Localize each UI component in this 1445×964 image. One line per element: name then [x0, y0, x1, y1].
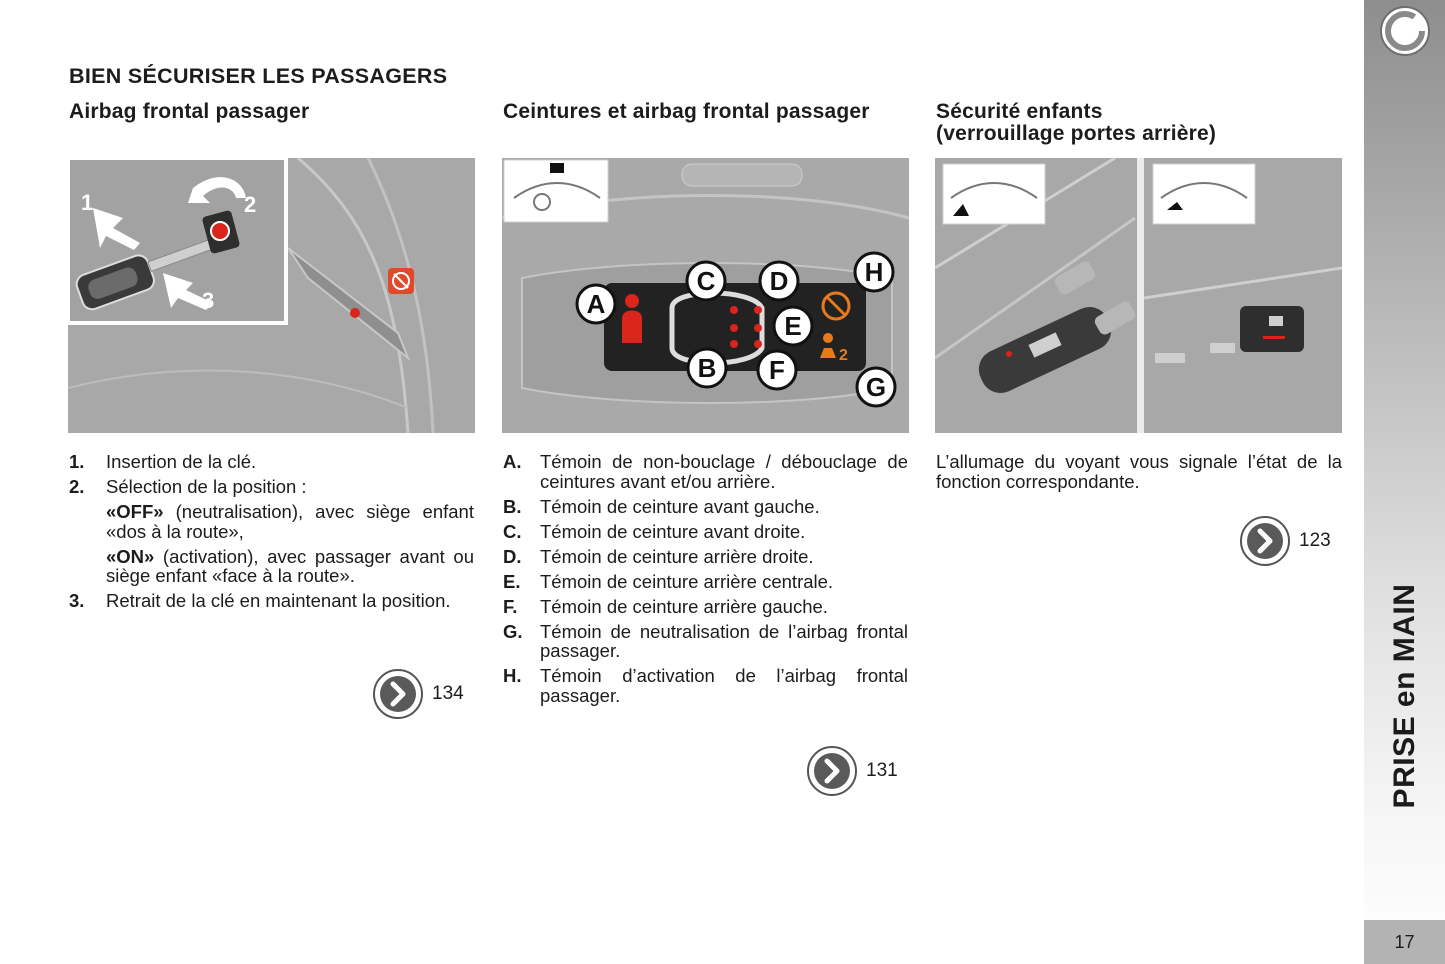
callout-d: D: [770, 266, 789, 296]
sidebar-tab: [1364, 0, 1445, 964]
belts-heading: Ceintures et airbag frontal passager: [503, 100, 870, 123]
belt-panel-figure: 2 A B C D E F G H: [502, 158, 909, 433]
list-item: H.Témoin d’activation de l’airbag fronta…: [503, 665, 908, 706]
child-lock-figure: [935, 158, 1342, 433]
airbag-heading: Airbag frontal passager: [69, 100, 310, 123]
list-item: 2. Sélection de la position :: [69, 476, 307, 497]
figure-label-1: 1: [81, 190, 93, 215]
chevron-circle-icon: [807, 746, 857, 796]
callout-c: C: [697, 266, 716, 296]
child-lock-description: L’allumage du voyant vous signale l’état…: [936, 451, 1342, 492]
callout-a: A: [587, 289, 606, 319]
list-item: 3. Retrait de la clé en maintenant la po…: [69, 590, 451, 611]
page-number: 17: [1364, 920, 1445, 964]
svg-text:2: 2: [839, 347, 848, 364]
list-item: B.Témoin de ceinture avant gauche.: [503, 495, 820, 517]
off-position-note: «OFF» (neutralisation), avec siège enfan…: [106, 501, 474, 542]
ref-link-134[interactable]: 134: [372, 668, 464, 720]
chevron-circle-icon: [373, 669, 423, 719]
ref-link-123[interactable]: 123: [1239, 515, 1331, 567]
list-item: E.Témoin de ceinture arrière centrale.: [503, 570, 834, 592]
section-label: PRISE en MAIN: [1388, 583, 1421, 809]
circle-ring-icon: [1380, 6, 1430, 56]
list-item: A.Témoin de non-bouclage / débouclage de…: [503, 451, 908, 492]
list-item: F.Témoin de ceinture arrière gauche.: [503, 595, 828, 617]
list-item: G.Témoin de neutralisation de l’airbag f…: [503, 620, 908, 661]
on-position-note: «ON» (activation), avec passager avant o…: [106, 545, 474, 586]
belt-legend: A.Témoin de non-bouclage / débouclage de…: [503, 452, 908, 711]
figure-label-3: 3: [202, 288, 214, 313]
list-item: D.Témoin de ceinture arrière droite.: [503, 545, 814, 567]
callout-b: B: [698, 353, 717, 383]
ref-link-131[interactable]: 131: [806, 745, 898, 797]
callout-g: G: [866, 372, 886, 402]
chevron-circle-icon: [1240, 516, 1290, 566]
list-item: 1. Insertion de la clé.: [69, 451, 257, 472]
list-item: C.Témoin de ceinture avant droite.: [503, 520, 806, 542]
airbag-steps: 1. Insertion de la clé. 2. Sélection de …: [69, 452, 474, 616]
child-safety-heading: Sécurité enfants (verrouillage portes ar…: [936, 100, 1217, 145]
airbag-key-figure: 1 2 3: [68, 158, 475, 433]
page-title: BIEN SÉCURISER LES PASSAGERS: [69, 64, 448, 88]
figure-label-2: 2: [244, 192, 256, 217]
callout-h: H: [865, 257, 884, 287]
callout-f: F: [769, 355, 785, 385]
callout-e: E: [784, 311, 801, 341]
